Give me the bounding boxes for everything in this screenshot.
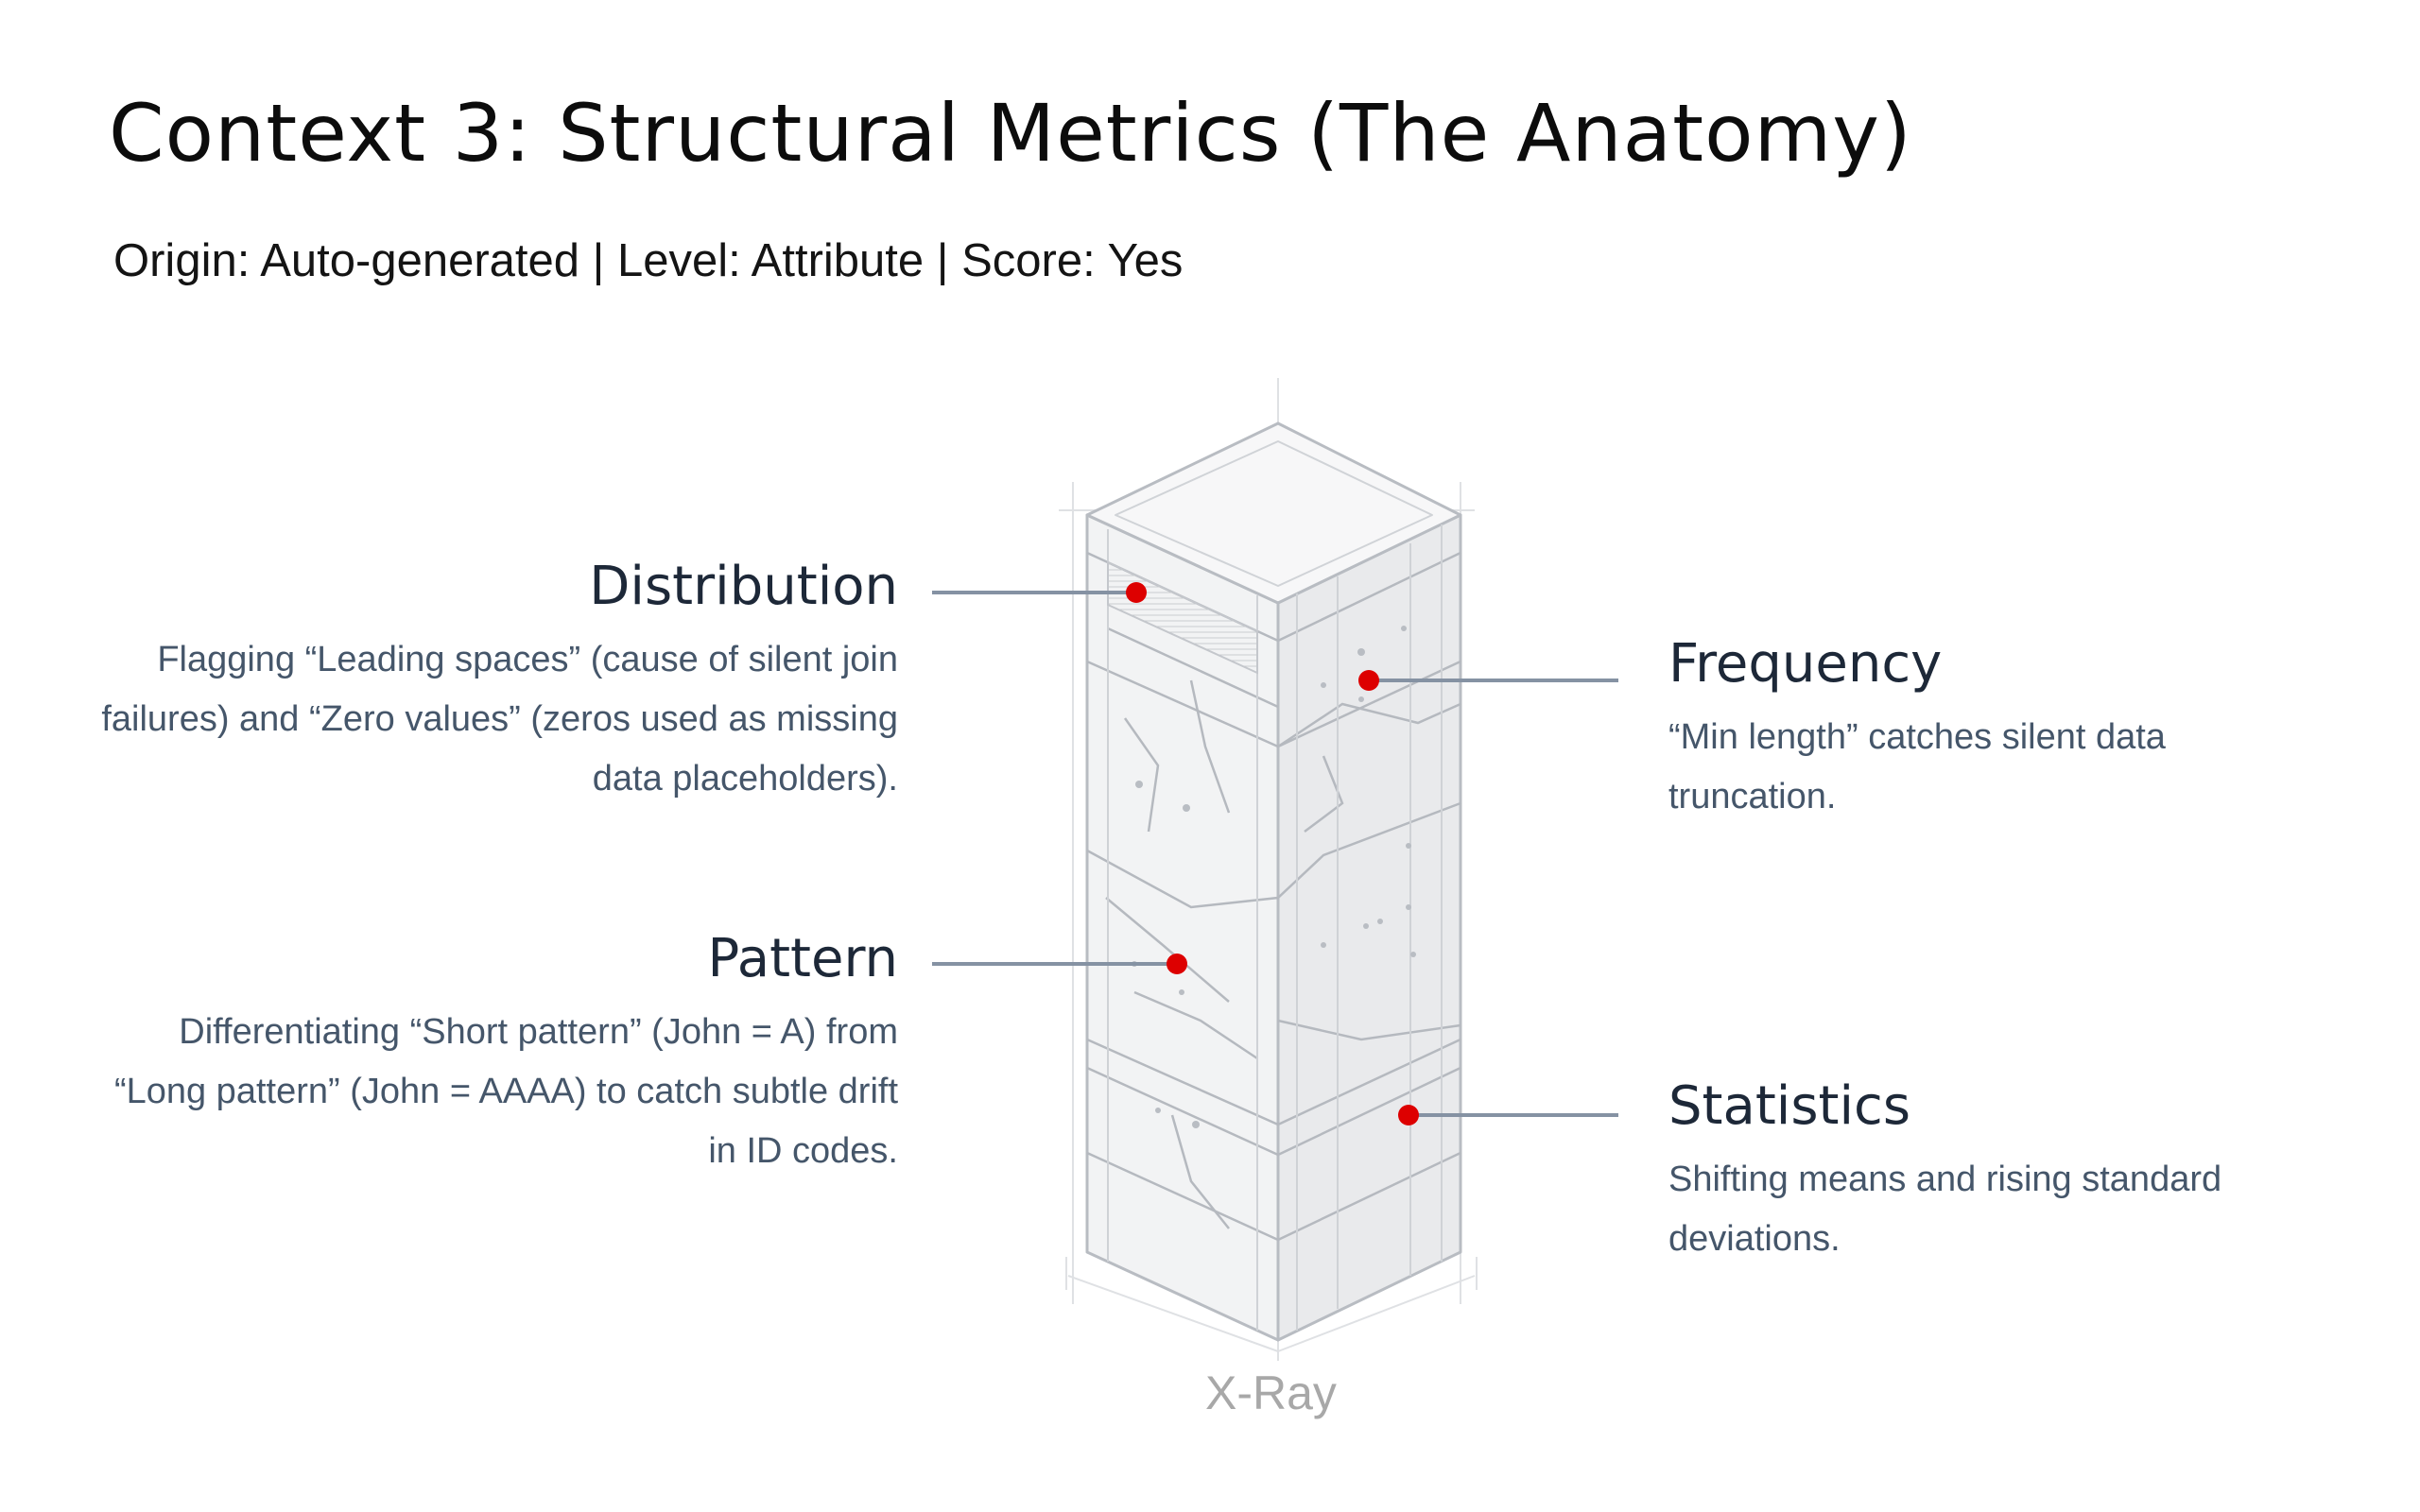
page-title: Context 3: Structural Metrics (The Anato… bbox=[109, 87, 1912, 180]
callout-distribution: Distribution Flagging “Leading spaces” (… bbox=[85, 556, 898, 809]
column-segments bbox=[1086, 551, 1461, 1242]
callout-text-pattern: Differentiating “Short pattern” (John = … bbox=[113, 1012, 898, 1171]
callout-text-frequency: “Min length” catches silent data truncat… bbox=[1668, 717, 2166, 816]
callout-heading-frequency: Frequency bbox=[1668, 633, 1943, 695]
marker-statistics bbox=[1398, 1105, 1419, 1125]
marker-frequency bbox=[1358, 670, 1379, 691]
markers bbox=[1126, 582, 1419, 1125]
marker-distribution bbox=[1126, 582, 1147, 603]
leader-lines bbox=[932, 591, 1618, 1117]
marker-pattern bbox=[1167, 954, 1187, 974]
callout-heading-distribution: Distribution bbox=[589, 556, 898, 617]
callout-statistics: Statistics Shifting means and rising sta… bbox=[1668, 1075, 2330, 1269]
callout-text-distribution: Flagging “Leading spaces” (cause of sile… bbox=[101, 640, 898, 799]
column-inner-edges bbox=[1107, 524, 1443, 1331]
xray-label: X-Ray bbox=[1205, 1366, 1337, 1419]
sketch-dots bbox=[1132, 626, 1416, 1128]
callout-frequency: Frequency “Min length” catches silent da… bbox=[1668, 633, 2330, 827]
callout-pattern: Pattern Differentiating “Short pattern” … bbox=[85, 928, 898, 1181]
page-subtitle: Origin: Auto-generated | Level: Attribut… bbox=[113, 235, 1184, 286]
callout-heading-pattern: Pattern bbox=[707, 928, 898, 989]
callout-heading-statistics: Statistics bbox=[1668, 1075, 1910, 1137]
callout-text-statistics: Shifting means and rising standard devia… bbox=[1668, 1160, 2222, 1259]
